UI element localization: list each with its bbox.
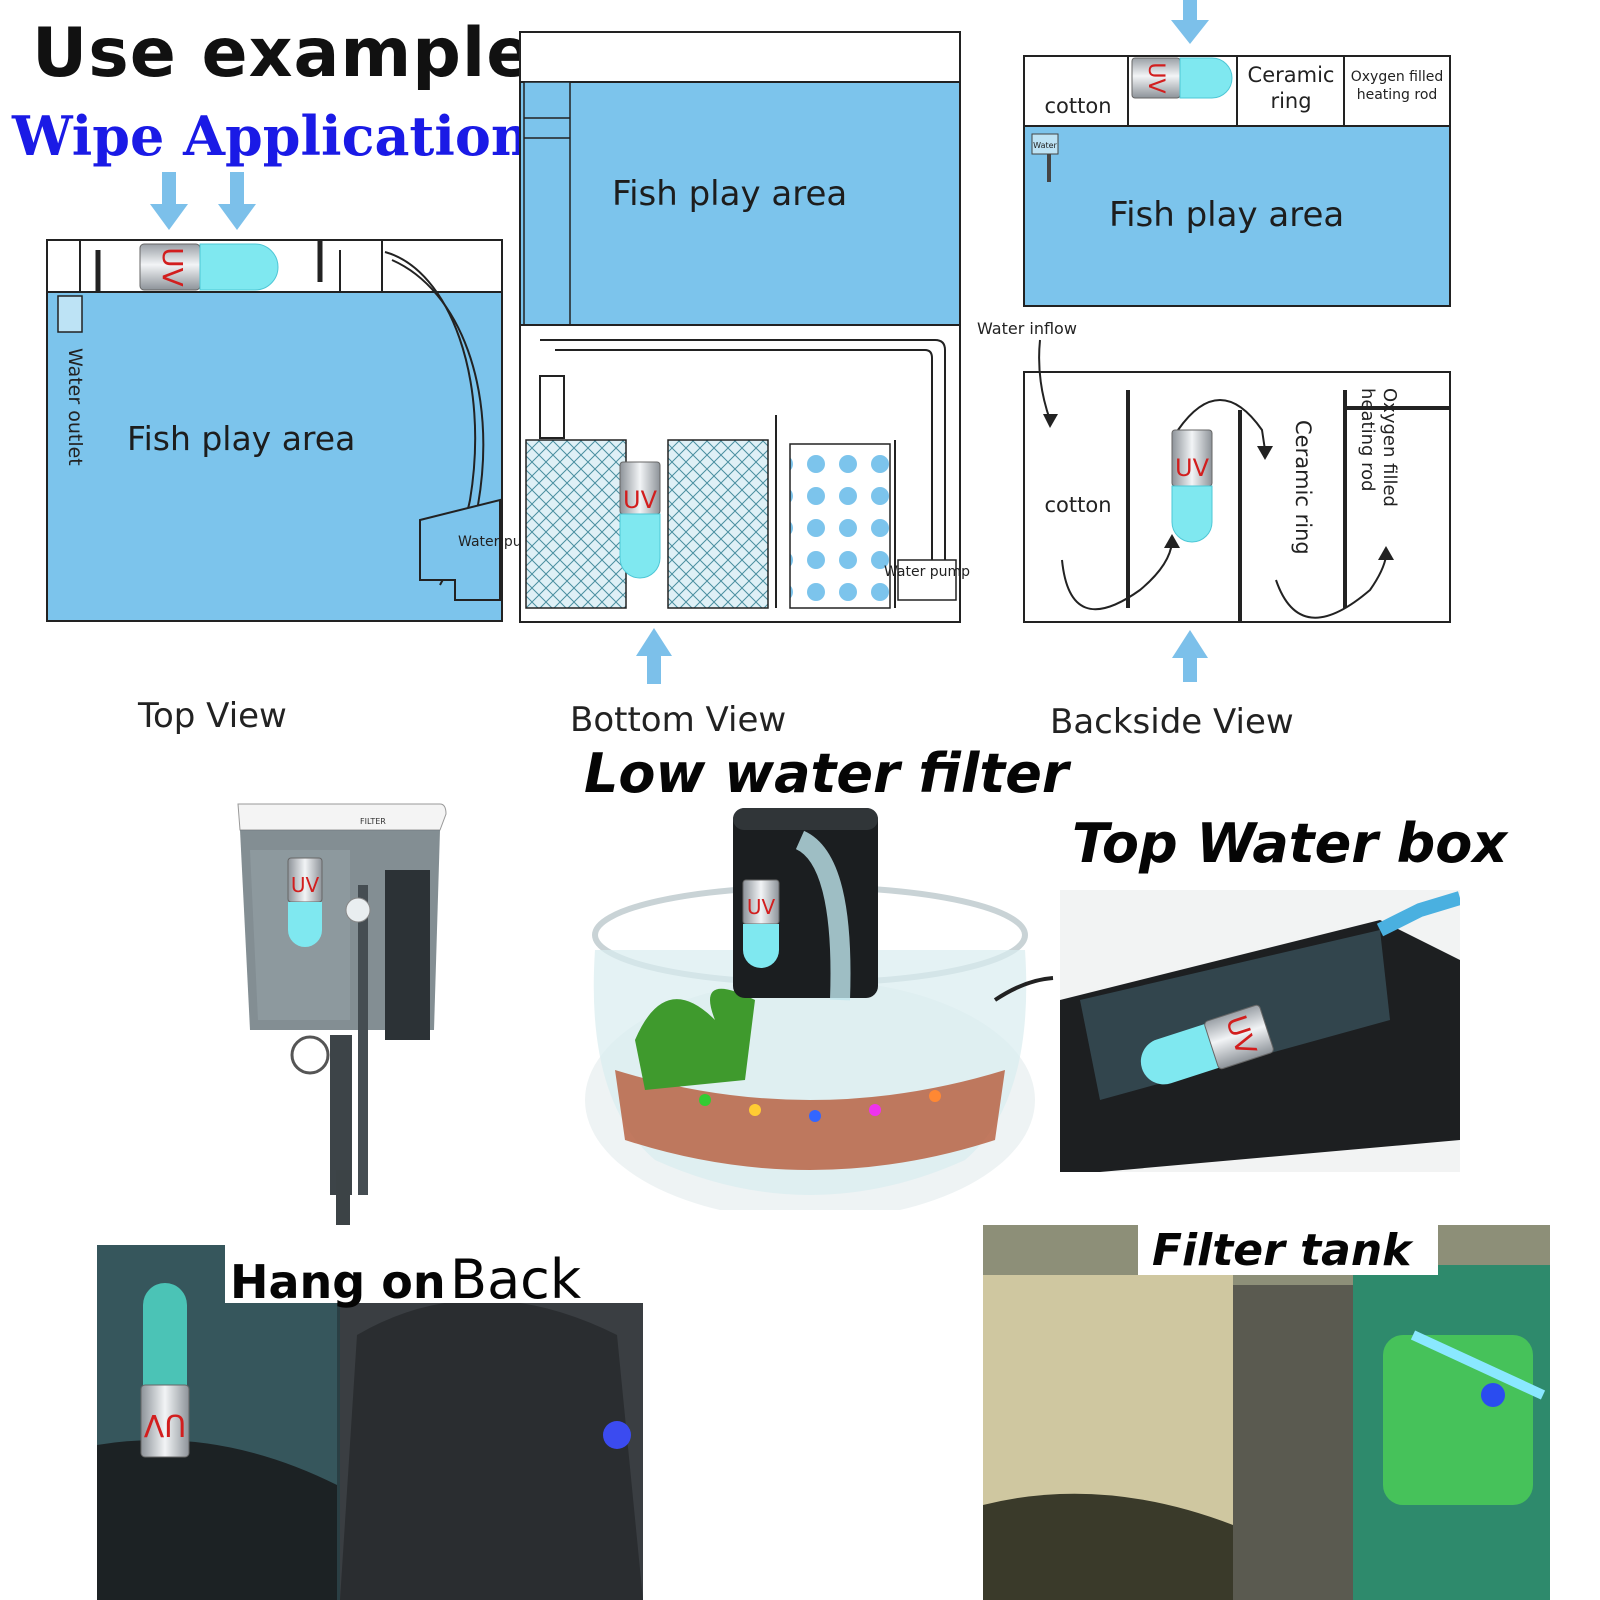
bottom-view-fish-area-label: Fish play area (612, 174, 847, 214)
backside-heating-label-top: Oxygen filled heating rod (1350, 69, 1444, 103)
hang-on-back-title: Hang on Back (230, 1248, 581, 1311)
bottom-view-caption: Bottom View (570, 700, 787, 740)
top-water-box-title: Top Water box (1072, 812, 1508, 875)
low-water-filter-photo: UV (585, 808, 1054, 1210)
uv-lamp-hang-on-back: UV (140, 1283, 190, 1458)
uv-lamp-low-water: UV (742, 879, 780, 968)
uv-label-hang-on-back: UV (143, 1407, 186, 1442)
hang-on-back-photo: UV (97, 1245, 643, 1600)
uv-label-top: UV (156, 247, 189, 287)
backside-heating-label: Oxygen filled heating rod (1357, 388, 1400, 507)
uv-label-bottom: UV (623, 486, 658, 514)
uv-label-low-water: UV (747, 895, 776, 919)
uv-lamp-backside-top: UV (1131, 57, 1233, 99)
backside-view-caption: Backside View (1050, 702, 1294, 742)
uv-lamp-top-water-box: UV (1140, 1004, 1274, 1085)
usage-diagrams: Water outlet Water pump Fish play area U… (46, 0, 1451, 684)
use-example-title: Use example (32, 14, 534, 93)
backside-fish-area-label: Fish play area (1109, 195, 1344, 235)
bottom-view-diagram: Fish play area Water pump UV (519, 31, 970, 684)
backside-ceramic-label-top: Ceramic ring (1247, 63, 1335, 113)
filter-brand-text: FILTER (360, 817, 386, 826)
uv-lamp-bottom-view: UV (619, 461, 661, 579)
bottom-view-arrow (636, 628, 672, 684)
filter-tank-title: Filter tank (1152, 1225, 1412, 1276)
top-view-arrows (150, 172, 256, 230)
backside-view-arrow (1172, 630, 1208, 682)
uv-lamp-product: UV (287, 857, 323, 947)
hang-on-back-title-part1: Hang on (230, 1255, 446, 1309)
water-inflow-label: Water inflow (977, 319, 1077, 338)
backside-water-tag: Water (1033, 141, 1057, 150)
hang-on-filter-product-photo: FILTER UV (237, 803, 447, 1225)
low-water-filter-title: Low water filter (584, 742, 1069, 805)
backside-view-diagram: cotton Ceramic ring Oxygen filled heatin… (977, 0, 1451, 682)
uv-label-backside: UV (1175, 454, 1210, 482)
uv-label-product: UV (291, 873, 320, 897)
backside-top-arrow (1171, 0, 1209, 44)
uv-lamp-backside: UV (1171, 429, 1213, 543)
backside-cotton-label: cotton (1044, 493, 1111, 517)
uv-lamp-top-view: UV (139, 243, 279, 291)
top-view-caption: Top View (138, 696, 287, 736)
hang-on-back-title-part2: Back (450, 1248, 582, 1311)
filter-tank-photo (983, 1225, 1550, 1600)
uv-label-backside-top: UV (1143, 62, 1168, 93)
top-water-box-photo: UV (1060, 890, 1460, 1172)
backside-cotton-label-top: cotton (1044, 94, 1111, 118)
backside-ceramic-label: Ceramic ring (1291, 420, 1315, 555)
wipe-application-subtitle: Wipe Application (12, 104, 531, 168)
water-outlet-label: Water outlet (64, 348, 86, 466)
top-view-fish-area-label: Fish play area (127, 419, 355, 458)
bottom-view-water-pump-label: Water pump (884, 564, 970, 580)
top-view-diagram: Water outlet Water pump Fish play area U… (46, 172, 544, 622)
